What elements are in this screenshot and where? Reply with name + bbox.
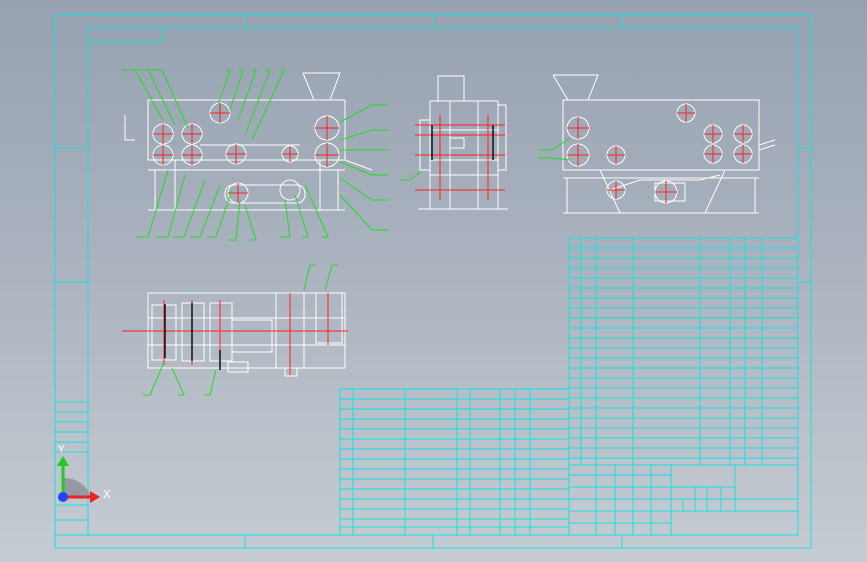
ucs-y-label: Y xyxy=(58,443,65,456)
front-view-rollers xyxy=(152,102,340,204)
parts-list-table[interactable] xyxy=(568,237,811,466)
top-view[interactable] xyxy=(122,264,348,396)
rear-view[interactable] xyxy=(538,74,776,214)
ucs-x-label: X xyxy=(103,488,111,501)
side-view-leader xyxy=(400,171,421,181)
title-block-table[interactable] xyxy=(568,464,799,536)
side-view[interactable] xyxy=(400,75,508,210)
rear-view-rollers xyxy=(566,103,753,204)
front-view-centerlines xyxy=(153,103,339,203)
front-view[interactable] xyxy=(122,69,388,241)
binding-strip-table xyxy=(54,401,89,536)
ucs-axis-icon xyxy=(57,456,100,503)
front-view-leaders xyxy=(122,69,388,241)
drawing-border xyxy=(54,14,812,549)
revision-table[interactable] xyxy=(339,388,570,536)
